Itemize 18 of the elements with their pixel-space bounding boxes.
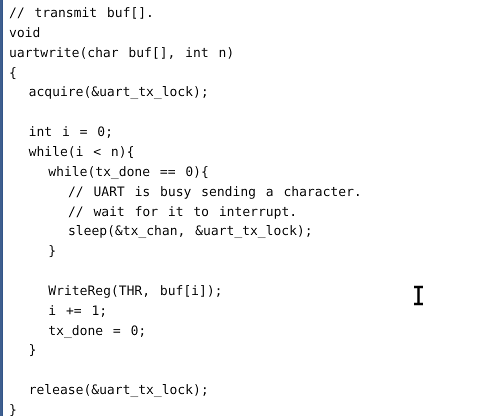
code-line: i += 1; [47,304,108,320]
code-line: acquire(&uart_tx_lock); [28,85,209,102]
code-line: int i = 0; [28,125,113,142]
code-line: release(&uart_tx_lock); [28,383,209,400]
code-line: // wait for it to interrupt. [66,204,298,220]
code-line: while(tx_done == 0){ [47,164,209,181]
code-line: WriteReg(THR, buf[i]); [47,284,222,300]
code-line: uartwrite(char buf[], int n) [9,46,234,62]
code-line: } [9,403,17,416]
code-line: void [9,26,40,42]
code-line: // UART is busy sending a character. [66,184,362,201]
code-line: tx_done = 0; [47,324,146,340]
code-line: } [47,244,56,260]
code-line: } [28,343,36,360]
code-line: while(i < n){ [28,144,134,161]
code-line: // transmit buf[]. [9,6,154,22]
code-line: sleep(&tx_chan, &uart_tx_lock); [66,224,313,240]
code-line: { [9,66,17,82]
